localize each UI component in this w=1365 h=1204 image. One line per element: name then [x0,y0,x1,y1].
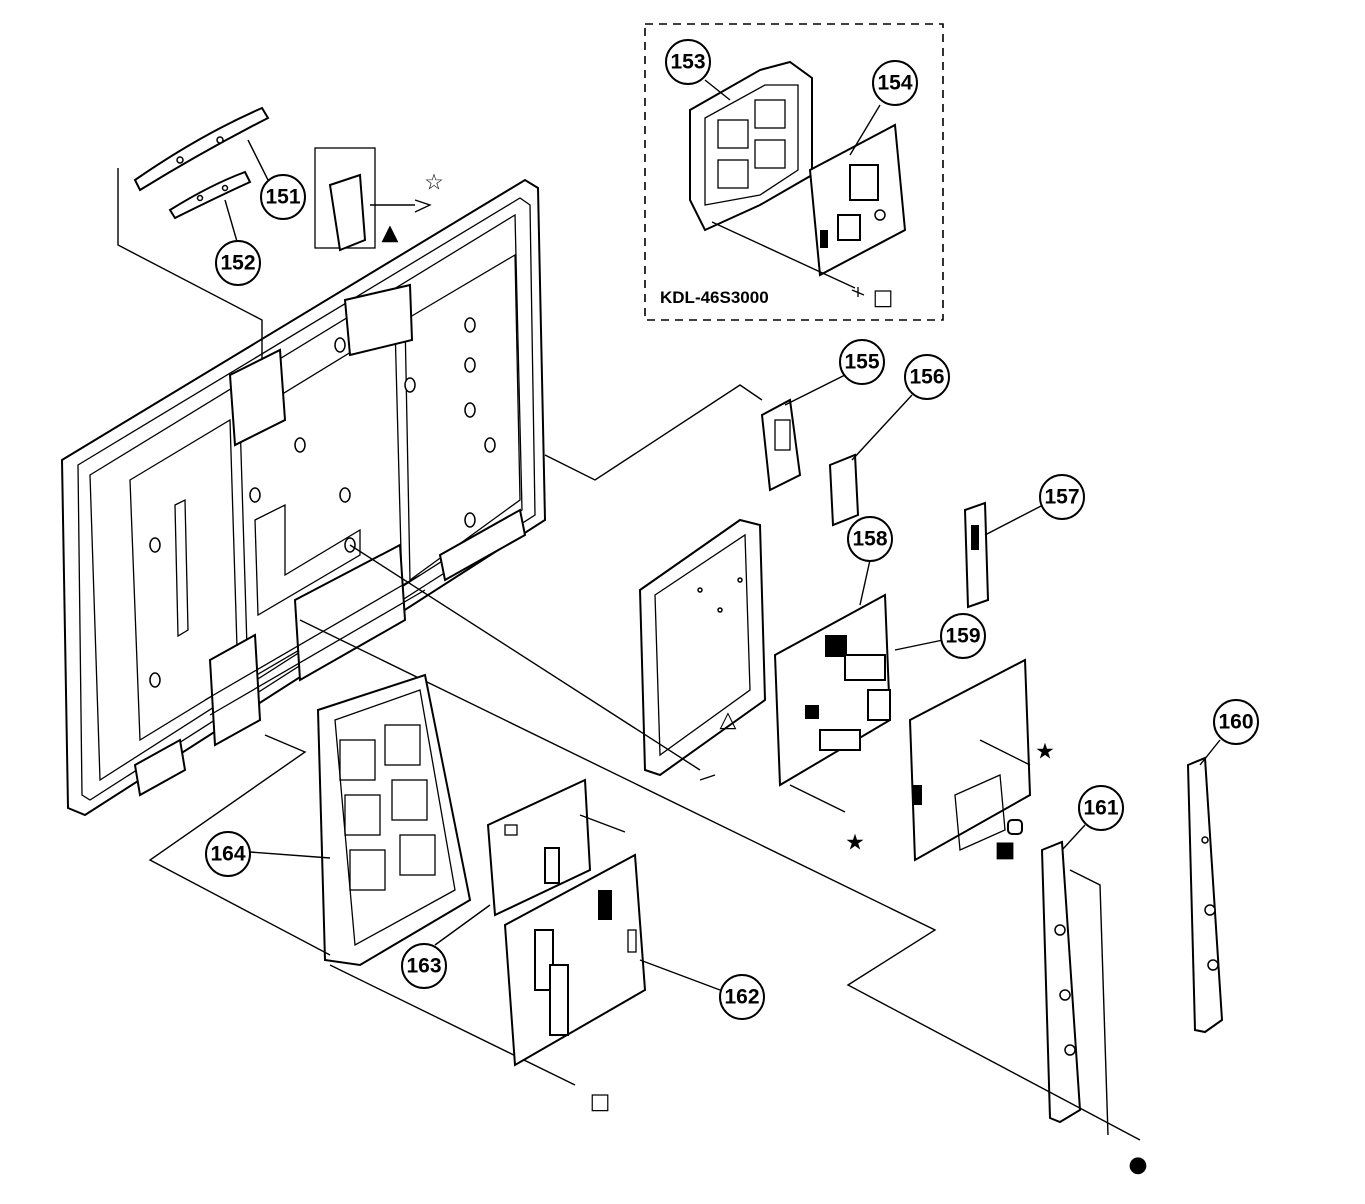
part-152-cover [168,170,252,220]
callout-153: 153 [665,39,711,85]
callout-label-161: 161 [1083,797,1118,820]
part-164-frame [316,673,472,967]
callout-154: 154 [872,60,918,106]
callout-label-157: 157 [1044,486,1079,509]
callout-label-164: 164 [210,843,245,866]
model-label: KDL-46S3000 [660,288,769,307]
callout-162: 162 [719,974,765,1020]
main-board-chassis [638,518,767,781]
callout-155: 155 [839,339,885,385]
outline-square-symbol-162: □ [590,1090,611,1115]
callout-label-151: 151 [265,186,300,209]
part-151-cover [133,106,270,192]
part-153-bracket [689,60,813,232]
part-156-bracket [828,453,860,527]
outline-star-symbol: ☆ [424,171,444,196]
callout-label-163: 163 [406,955,441,978]
tv-rear-chassis [60,178,547,817]
solid-star-symbol-159: ★ [1035,740,1055,765]
outline-square-symbol-154: □ [873,286,894,311]
triangle-symbol-chassis: △ [720,708,737,733]
part-161-bar [1040,840,1082,1124]
part-162-board [503,853,647,1067]
solid-triangle-symbol: ▲ [382,221,399,246]
callout-159: 159 [940,613,986,659]
part-155-bracket [760,398,802,492]
callout-label-153: 153 [670,51,705,74]
dot-symbol: ● [1128,1153,1147,1178]
part-159-board [908,658,1032,862]
part-154-board [808,123,907,277]
solid-star-symbol-158: ★ [845,831,865,856]
callout-label-154: 154 [877,72,912,95]
callout-152: 152 [215,240,261,286]
callout-label-158: 158 [852,528,887,551]
top-bracket [314,147,432,252]
callout-157: 157 [1039,474,1085,520]
callout-label-160: 160 [1218,711,1253,734]
callout-leaders [224,79,1221,991]
callout-164: 164 [205,831,251,877]
callout-160: 160 [1213,699,1259,745]
part-158-board [773,593,892,787]
callout-161: 161 [1078,785,1124,831]
callout-158: 158 [847,516,893,562]
callout-163: 163 [401,943,447,989]
solid-square-symbol: ■ [995,838,1016,863]
part-160-bar [1186,756,1224,1034]
callout-label-152: 152 [220,252,255,275]
callout-label-159: 159 [945,625,980,648]
chassis-holes [149,317,496,688]
callout-label-155: 155 [844,351,879,374]
callout-label-156: 156 [909,366,944,389]
part-157-module [963,501,990,609]
callout-label-162: 162 [724,986,759,1009]
callout-151: 151 [260,174,306,220]
part-163-board [486,778,592,917]
model-inset-box: KDL-46S3000 [644,23,944,321]
callout-156: 156 [904,354,950,400]
